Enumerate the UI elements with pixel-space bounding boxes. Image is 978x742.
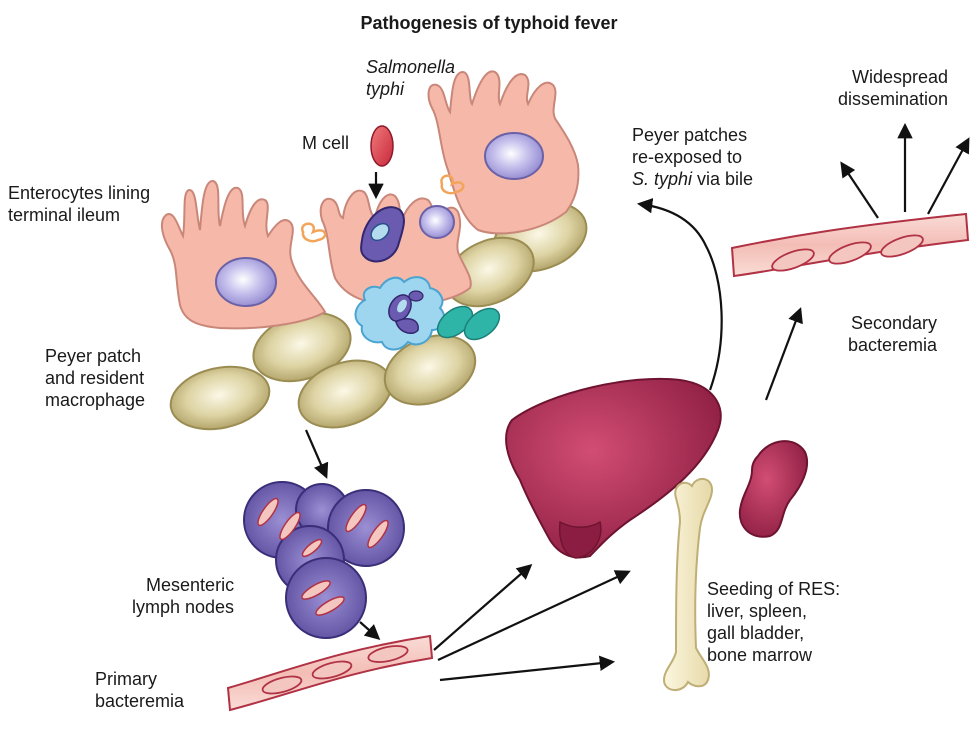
- enterocyte-right-nucleus: [484, 132, 544, 180]
- arrow-bile-reexposure: [636, 197, 723, 391]
- enterocytes: [160, 70, 580, 330]
- spleen: [738, 440, 809, 538]
- arrow-peyer-to-nodes: [304, 429, 329, 479]
- peyer-patch-cells: [169, 201, 588, 431]
- label-salmonella-typhi: Salmonella typhi: [366, 57, 456, 99]
- tight-junction-left: [300, 222, 327, 243]
- arrow-to-bone: [437, 570, 631, 661]
- arrow-to-secondary: [764, 307, 803, 401]
- label-m-cell: M cell: [302, 133, 350, 153]
- label-peyer-patch: Peyer patch and resident macrophage: [45, 346, 146, 410]
- tight-junction-right: [440, 174, 465, 195]
- label-enterocytes: Enterocytes lining terminal ileum: [8, 183, 151, 225]
- label-mesenteric: Mesenteric lymph nodes: [132, 575, 235, 617]
- arrow-nodes-to-blood: [359, 621, 381, 641]
- label-primary-bacteremia: Primary bacteremia: [95, 669, 185, 711]
- arrow-to-liver: [433, 563, 533, 651]
- salmonella-bacterium: [370, 125, 394, 167]
- arrow-dissemination-left: [840, 161, 879, 219]
- label-peyer-reexposed: Peyer patches re-exposed to S. typhi via…: [632, 125, 754, 189]
- arrows: [304, 122, 970, 682]
- diagram-title: Pathogenesis of typhoid fever: [360, 13, 618, 33]
- primary-bacteremia-vessel: [226, 634, 434, 712]
- arrow-to-marrow: [439, 655, 616, 682]
- resident-macrophage: [354, 276, 446, 351]
- mesenteric-lymph-nodes: [243, 481, 405, 639]
- secondary-bacteremia-vessel: [730, 212, 970, 278]
- label-widespread-dissemination: Widespread dissemination: [838, 67, 949, 109]
- teal-cells: [436, 305, 501, 341]
- bone: [662, 478, 714, 691]
- label-via-bile: via bile: [692, 169, 754, 189]
- label-seeding-res: Seeding of RES: liver, spleen, gall blad…: [707, 579, 841, 665]
- label-secondary-bacteremia: Secondary bacteremia: [848, 313, 938, 355]
- m-cell-nucleus: [419, 205, 455, 239]
- label-s-typhi-italic: S. typhi: [632, 169, 693, 189]
- enterocyte-left-nucleus: [215, 257, 277, 307]
- arrow-dissemination-right: [927, 137, 970, 215]
- enterocyte-left: [160, 180, 327, 330]
- liver: [505, 377, 722, 559]
- m-cell-phagosome: [360, 206, 405, 263]
